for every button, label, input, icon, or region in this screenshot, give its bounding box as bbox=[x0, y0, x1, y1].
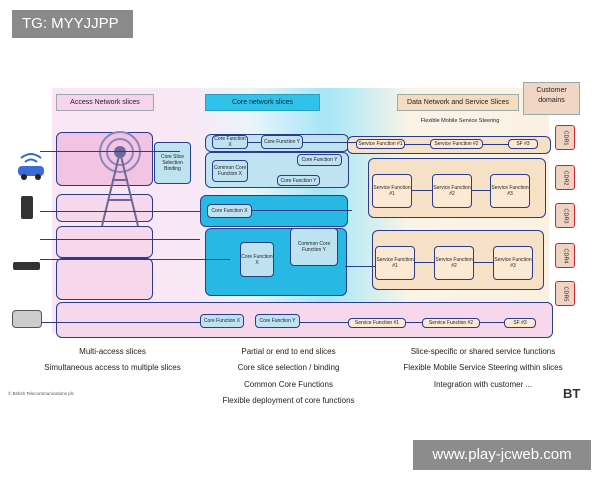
sf3-box-bottom: SF #3 bbox=[504, 318, 536, 328]
copyright-text: © British Telecommunications plc bbox=[8, 391, 75, 396]
service-function-2-box-top: Service Function #2 bbox=[430, 139, 483, 149]
core-function-x-box-1: Core Function X bbox=[212, 135, 248, 149]
caption-col3-line1: Slice-specific or shared service functio… bbox=[410, 347, 556, 356]
connector-line bbox=[474, 262, 493, 263]
connector-line bbox=[40, 322, 200, 323]
core-function-x-box-3: Core Function X bbox=[240, 242, 274, 277]
caption-col1-line1: Multi-access slices bbox=[79, 347, 146, 356]
service-function-1-box-r3: Service Function #1 bbox=[375, 246, 415, 280]
site-watermark: www.play-jcweb.com bbox=[413, 440, 591, 470]
bottom-slice-band bbox=[56, 302, 553, 338]
vr-headset-icon bbox=[12, 310, 42, 328]
access-slice-4 bbox=[56, 258, 153, 300]
core-function-y-box-1: Core Function Y bbox=[261, 135, 303, 149]
caption-col3-line3: Integration with customer ... bbox=[433, 380, 533, 389]
service-function-3-box-r2: Service Function #3 bbox=[490, 174, 530, 208]
customer-domains-header: Customer domains bbox=[523, 82, 580, 115]
caption-col2-line4: Flexible deployment of core functions bbox=[222, 396, 355, 405]
connector-line bbox=[40, 151, 180, 152]
cdr1-box: CDR1 bbox=[555, 125, 575, 150]
core-function-y-box-bottom: Core Function Y bbox=[255, 314, 300, 328]
cdr4-box: CDR4 bbox=[555, 243, 575, 268]
core-function-x-box-bottom: Core Function X bbox=[200, 314, 244, 328]
service-function-3-box-r3: Service Function #3 bbox=[493, 246, 533, 280]
tg-watermark: TG: MYYJJPP bbox=[12, 10, 133, 38]
common-core-function-y-box: Common Core Function Y bbox=[290, 228, 338, 266]
bt-logo: BT bbox=[563, 386, 581, 401]
caption-col2-line3: Common Core Functions bbox=[244, 380, 333, 389]
phone-icon bbox=[21, 196, 33, 219]
cdr3-box: CDR3 bbox=[555, 203, 575, 228]
connector-line bbox=[303, 142, 356, 143]
service-function-2-box-r2: Service Function #2 bbox=[432, 174, 472, 208]
router-icon bbox=[13, 262, 40, 270]
access-slice-3 bbox=[56, 226, 153, 258]
core-function-x-box-2: Core Function X bbox=[207, 204, 252, 218]
flex-steering-label: Flexible Mobile Service Steering bbox=[420, 118, 500, 124]
caption-col3-line2: Flexible Mobile Service Steering within … bbox=[403, 363, 563, 372]
service-function-1-box-r2: Service Function #1 bbox=[372, 174, 412, 208]
caption-col1-line2: Simultaneous access to multiple slices bbox=[44, 363, 181, 372]
connector-line bbox=[345, 266, 375, 267]
access-network-header: Access Network slices bbox=[56, 94, 154, 111]
connector-line bbox=[406, 322, 422, 323]
core-function-y-box-2: Core Function Y bbox=[297, 154, 342, 166]
service-function-2-box-bottom: Service Function #2 bbox=[422, 318, 480, 328]
connector-line bbox=[40, 259, 230, 260]
connector-line bbox=[412, 190, 432, 191]
connector-line bbox=[40, 239, 200, 240]
core-slice-selection-box: Core Slice Selection Binding bbox=[154, 142, 191, 184]
sf3-box-top: SF #3 bbox=[508, 139, 538, 149]
cdr5-box: CDR5 bbox=[555, 281, 575, 306]
connector-line bbox=[40, 211, 200, 212]
data-network-header: Data Network and Service Slices bbox=[397, 94, 519, 111]
cdr2-box: CDR2 bbox=[555, 165, 575, 190]
antenna-tower-icon bbox=[99, 131, 141, 227]
car-wifi-icon bbox=[18, 153, 44, 180]
connector-line bbox=[405, 144, 430, 145]
connector-line bbox=[480, 322, 504, 323]
core-network-header: Core network slices bbox=[205, 94, 320, 111]
service-function-1-box-bottom: Service Function #1 bbox=[348, 318, 406, 328]
connector-line bbox=[248, 142, 261, 143]
core-function-y-box-3: Core Function Y bbox=[277, 175, 320, 186]
connector-line bbox=[472, 190, 490, 191]
connector-line bbox=[252, 210, 352, 211]
connector-line bbox=[415, 262, 434, 263]
common-core-function-x-box: Common Core Function X bbox=[212, 160, 248, 182]
connector-line bbox=[300, 322, 348, 323]
caption-col2-line1: Partial or end to end slices bbox=[241, 347, 336, 356]
service-function-1-box-top: Service Function #1 bbox=[356, 139, 405, 149]
caption-col2-line2: Core slice selection / binding bbox=[237, 363, 340, 372]
service-function-2-box-r3: Service Function #2 bbox=[434, 246, 474, 280]
connector-line bbox=[483, 144, 508, 145]
